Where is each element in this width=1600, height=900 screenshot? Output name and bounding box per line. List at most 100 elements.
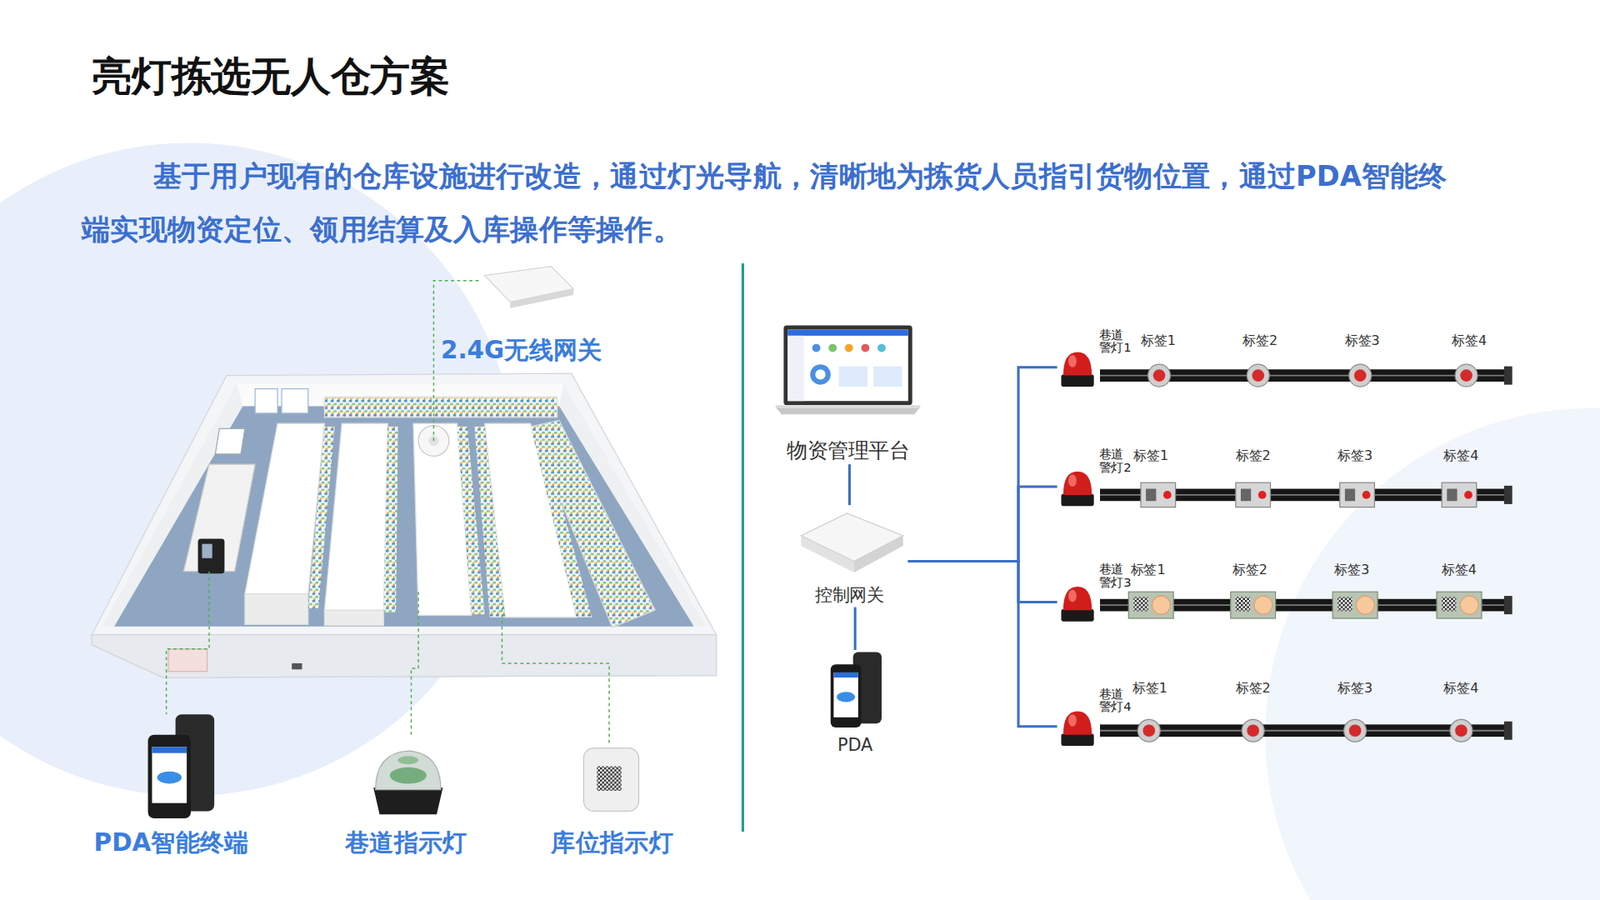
shelf-tags-part	[1246, 364, 1270, 387]
warehouse-3d-part	[281, 389, 309, 414]
lane-bars-part	[1100, 730, 1510, 732]
platform-node-part-part	[783, 325, 912, 406]
shelf-tags	[1128, 364, 1482, 742]
aisle-lamp-node-part-part	[1063, 586, 1092, 610]
pda-node-part-part	[836, 691, 855, 702]
shelf-tags-part	[1235, 596, 1250, 611]
wireless-gateway-device-part	[485, 266, 575, 303]
connector-line	[848, 464, 851, 505]
gateway-node: 控制网关	[790, 505, 909, 607]
location-light-device-part	[596, 766, 621, 791]
connector-line	[908, 367, 1058, 562]
shelf-tags-part	[1235, 482, 1271, 507]
warehouse-3d-part	[168, 649, 208, 672]
aisle-lamp-node: 巷道 警灯3	[1057, 566, 1135, 639]
aisle-lamp-node: 巷道 警灯4	[1057, 690, 1135, 763]
background-blobs	[0, 142, 1600, 900]
shelf-tags-part	[1151, 595, 1170, 615]
warehouse-3d-part	[418, 425, 450, 457]
connector-line	[908, 486, 1058, 561]
warehouse-3d-part	[324, 396, 557, 417]
pda-node-part-part	[830, 664, 862, 728]
shelf-tags-part	[1464, 490, 1473, 500]
shelf-tags-part	[1460, 595, 1479, 615]
tag-label: 标签2	[1232, 560, 1268, 580]
warehouse-3d-part	[245, 594, 309, 625]
aisle-lamp-node-part-part	[1060, 494, 1094, 507]
device-label: PDA智能终端	[94, 826, 250, 860]
connector-line	[908, 560, 1058, 726]
leader-lines	[166, 280, 610, 745]
platform-node-part-part	[860, 344, 870, 353]
warehouse-3d-part	[201, 544, 212, 559]
warehouse-3d-part	[530, 426, 592, 618]
tag-label: 标签3	[1334, 560, 1370, 580]
shelf-tags-part	[1455, 724, 1468, 737]
platform-node-part-part	[815, 369, 825, 380]
shelf-tags-part	[1344, 719, 1367, 742]
aisle-lamp-node-part-part	[1068, 474, 1077, 487]
background-blobs-part	[1265, 408, 1600, 900]
warehouse-3d-part	[255, 389, 278, 414]
node-text: 巷道 警灯1	[1099, 328, 1135, 355]
gateway-node-part-part	[800, 513, 903, 562]
warehouse-3d-part	[383, 426, 398, 613]
shelf-tags-part	[1137, 719, 1160, 742]
shelf-tags-part	[1441, 482, 1477, 507]
shelf-tags-part	[1337, 596, 1352, 611]
shelf-tags-part	[1355, 595, 1375, 615]
leader-lines-part	[410, 591, 419, 735]
shelf-tags-part	[1436, 591, 1482, 619]
platform-node-part-part	[873, 366, 902, 387]
pda-device	[148, 714, 215, 819]
aisle-light-device-part	[390, 767, 427, 785]
tag-label: 标签1	[1130, 560, 1166, 580]
pda-device-part	[151, 746, 187, 803]
shelf-tags-part	[1354, 369, 1367, 382]
connector-line	[908, 560, 1058, 602]
tag-label: 标签4	[1443, 446, 1479, 465]
tag-label: 标签3	[1345, 331, 1380, 350]
shelf-tags-part	[1340, 482, 1375, 507]
platform-node-part-part	[828, 344, 837, 353]
aisle-light-device-part	[398, 755, 419, 765]
shelf-tags-part	[1128, 591, 1174, 619]
warehouse-3d-part	[428, 435, 439, 446]
gateway-node-part	[790, 505, 909, 582]
shelf-tags-part	[1148, 364, 1171, 387]
platform-node-part-part	[845, 344, 854, 353]
tag-label: 标签2	[1235, 446, 1271, 465]
shelf-tags-part	[1230, 591, 1276, 619]
aisle-lamp-node-part-part	[1063, 471, 1092, 495]
device-label: 库位指示灯	[550, 826, 674, 860]
tag-label: 标签2	[1235, 680, 1271, 699]
node-text: 巷道 警灯4	[1099, 687, 1135, 715]
shelf-tags-part	[1133, 596, 1148, 611]
node-text: 控制网关	[790, 583, 909, 607]
shelf-tags-part	[1455, 364, 1478, 387]
tag-label: 标签4	[1443, 680, 1479, 699]
aisle-lamp-node-part	[1057, 705, 1099, 748]
aisle-lamp-node-part-part	[1068, 590, 1077, 603]
platform-node-part-part	[839, 366, 868, 387]
pda-node-part	[824, 650, 885, 732]
lane-bars-part	[1504, 595, 1513, 615]
aisle-light-device-part	[373, 787, 443, 815]
aisle-light-device-part	[375, 750, 441, 790]
platform-node: 物资管理平台	[775, 321, 921, 465]
shelf-tags-part	[1241, 719, 1265, 742]
aisle-lamp-node-part	[1057, 345, 1099, 389]
shelf-tags-part	[1446, 489, 1457, 502]
shelf-tags-part	[1163, 490, 1172, 500]
lane-bars-part	[1100, 369, 1510, 382]
platform-node-part-part	[787, 330, 908, 336]
shelf-tags-part	[1254, 595, 1273, 615]
tag-label: 标签1	[1133, 446, 1169, 465]
lane-bars-part	[1504, 721, 1513, 740]
pda-node-part-part	[833, 672, 858, 678]
shelf-tags-part	[1349, 724, 1362, 737]
shelf-tags-part	[1441, 596, 1456, 611]
tag-label: 标签1	[1132, 680, 1168, 699]
divider-line	[741, 263, 745, 832]
